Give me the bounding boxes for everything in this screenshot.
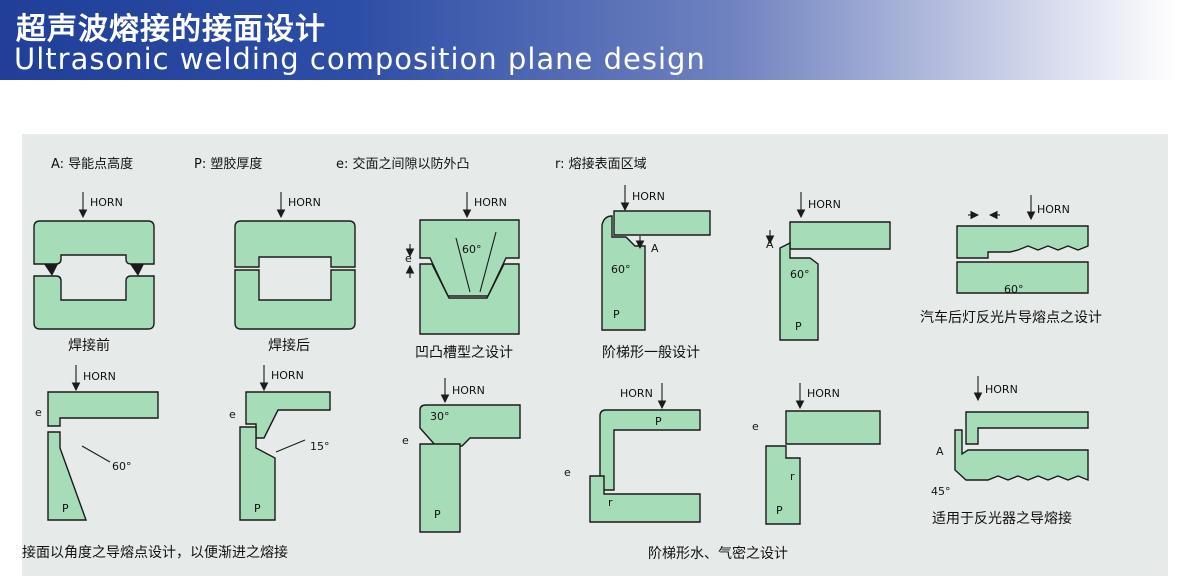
horn-label: HORN [452, 384, 485, 397]
p-label: P [62, 502, 69, 515]
p-label: P [613, 308, 620, 321]
legend-p: P: 塑胶厚度 [194, 156, 262, 172]
legend-r: r: 熔接表面区域 [555, 156, 647, 172]
p-label: P [655, 415, 662, 428]
p-label: P [776, 504, 783, 517]
a-label: A [766, 238, 774, 251]
diagram-step-seal-left: HORN P e r 阶梯形水、气密之设计 [564, 383, 788, 562]
diagram-angle-left: HORN e 60° P [35, 365, 159, 521]
p-label: P [254, 502, 261, 515]
diagram-shear: HORN 30° e P [402, 378, 521, 533]
header-banner: 超声波熔接的接面设计 Ultrasonic welding compositio… [0, 0, 1178, 80]
angle-15-label: 15° [310, 440, 330, 453]
p-label: P [795, 320, 802, 333]
caption-groove: 凹凸槽型之设计 [415, 345, 513, 361]
horn-label: HORN [808, 198, 841, 211]
angle-60-label: 60° [611, 263, 631, 276]
angle-45-label: 45° [931, 485, 951, 498]
angle-60-label: 60° [112, 460, 132, 473]
legend-e: e: 交面之间隙以防外凸 [336, 156, 470, 172]
horn-label: HORN [474, 196, 507, 209]
horn-label: HORN [807, 387, 840, 400]
diagram-before-welding: HORN 焊接前 [33, 192, 155, 354]
caption-step: 阶梯形一般设计 [602, 345, 700, 361]
a-label: A [936, 445, 944, 458]
diagram-step-variant: HORN A 60° P [765, 192, 891, 341]
diagram-angle-right: HORN e 15° P 接面以角度之导熔点设计，以便渐进之熔接 [22, 365, 331, 561]
horn-label: HORN [985, 383, 1018, 396]
e-label: e [752, 420, 759, 433]
angle-30-label: 30° [430, 410, 450, 423]
p-label: P [434, 508, 441, 521]
title-english: Ultrasonic welding composition plane des… [14, 42, 706, 76]
angle-60-label: 60° [1004, 283, 1024, 296]
horn-label: HORN [620, 387, 653, 400]
caption-angle: 接面以角度之导熔点设计，以便渐进之熔接 [22, 544, 288, 561]
diagram-reflector: HORN A 45° 适用于反光器之导熔接 [931, 376, 1089, 527]
horn-label: HORN [90, 196, 123, 209]
angle-60-label: 60° [462, 243, 482, 256]
e-label: e [229, 408, 236, 421]
diagram-step-seal-right: HORN e r P [752, 383, 881, 525]
diagram-after-welding: HORN 焊接后 [234, 192, 356, 354]
diagram-step-general: HORN A 60° P 阶梯形一般设计 [601, 185, 711, 361]
horn-label: HORN [1037, 203, 1070, 216]
caption-reflector: 适用于反光器之导熔接 [932, 510, 1072, 527]
title-chinese: 超声波熔接的接面设计 [16, 12, 326, 47]
caption-before: 焊接前 [68, 337, 110, 354]
e-label: e [405, 252, 412, 265]
horn-label: HORN [288, 196, 321, 209]
r-label: r [790, 470, 795, 483]
e-label: e [402, 434, 409, 447]
diagram-taillight: HORN 60° 汽车后灯反光片导熔点之设计 [920, 195, 1102, 326]
angle-60-label: 60° [790, 268, 810, 281]
horn-label: HORN [632, 190, 665, 203]
caption-taillight: 汽车后灯反光片导熔点之设计 [920, 309, 1102, 326]
r-label: r [608, 496, 613, 509]
caption-step-seal: 阶梯形水、气密之设计 [648, 545, 788, 562]
legend-a: A: 导能点高度 [51, 156, 133, 172]
e-label: e [564, 466, 571, 479]
e-label: e [35, 406, 42, 419]
a-label: A [651, 242, 659, 255]
caption-after: 焊接后 [268, 337, 310, 354]
horn-label: HORN [83, 370, 116, 383]
horn-label: HORN [271, 369, 304, 382]
diagram-groove: HORN 60° e 凹凸槽型之设计 [405, 192, 520, 361]
